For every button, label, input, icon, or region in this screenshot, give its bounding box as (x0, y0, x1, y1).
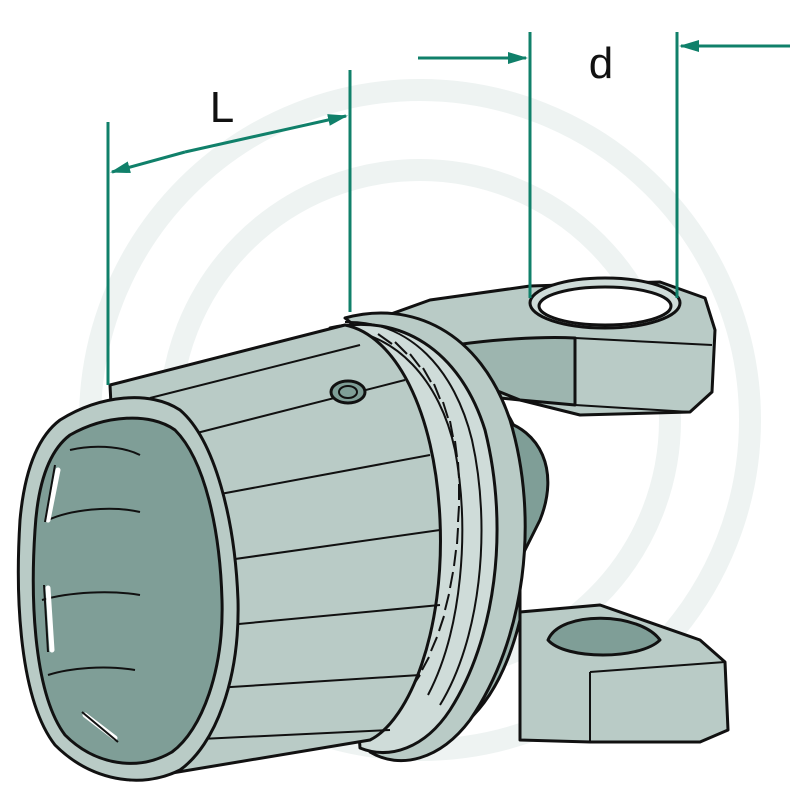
length-label: L (210, 83, 234, 132)
diameter-label: d (589, 39, 613, 88)
length-arrow-right (184, 114, 348, 154)
hub-cross-hole (329, 379, 367, 405)
lower-fork-arm (518, 603, 730, 744)
dimension-length: L (106, 70, 352, 385)
length-arrow-left (110, 150, 186, 174)
dimension-diameter: d (418, 32, 790, 298)
profile-bore-icon (16, 323, 442, 782)
cross-hole-icon (528, 276, 682, 330)
